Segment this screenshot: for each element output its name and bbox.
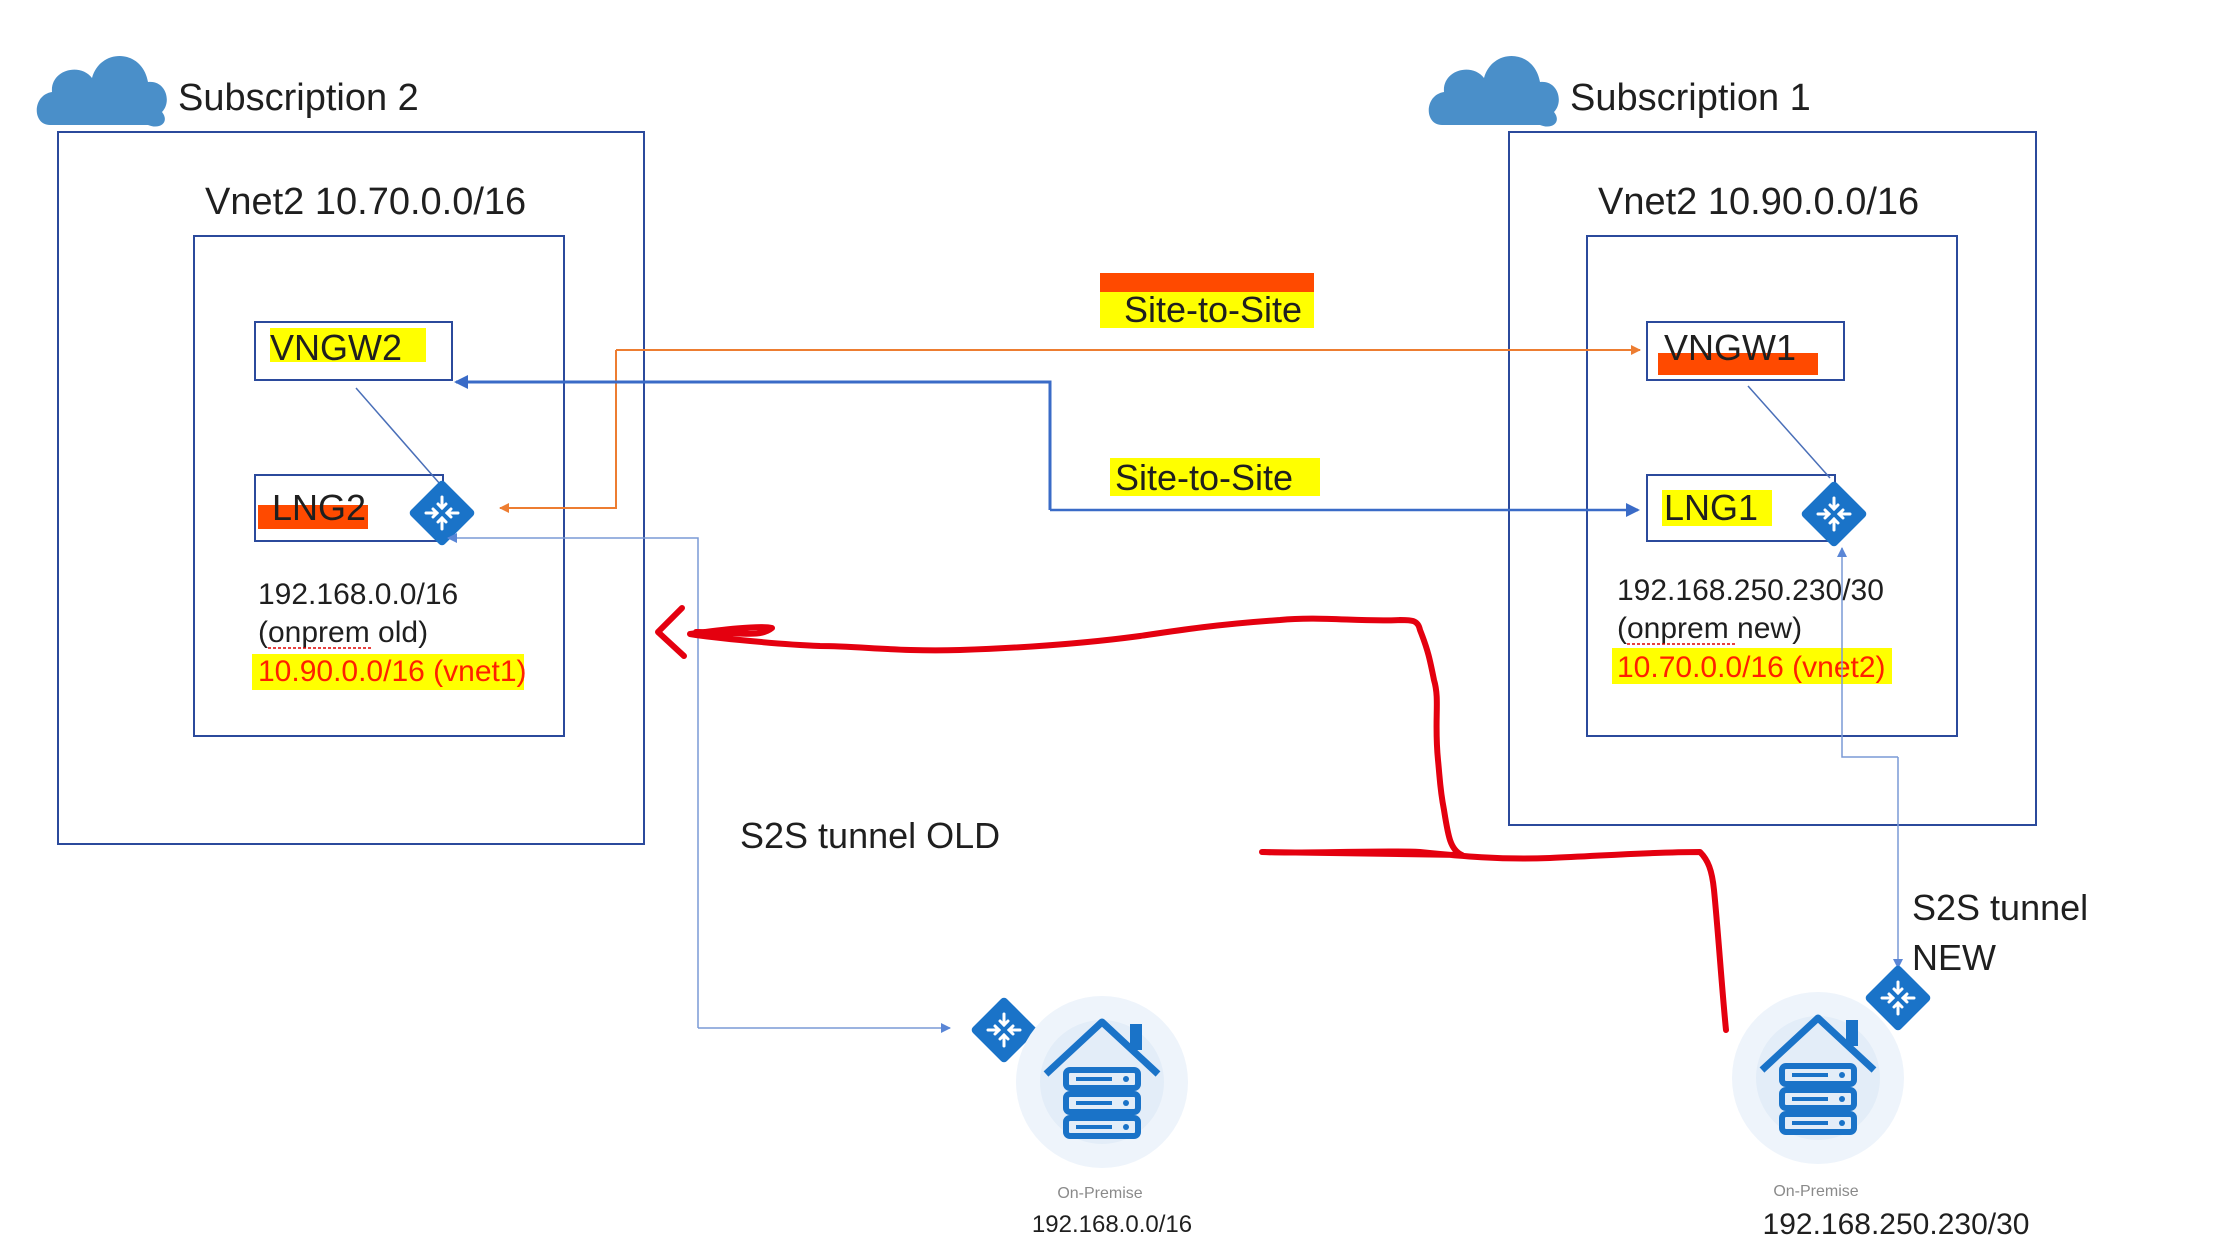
vngw1-box xyxy=(1646,321,1845,381)
left-vnet-title: Vnet2 10.70.0.0/16 xyxy=(205,181,526,223)
on-premise-house-icon xyxy=(1016,996,1188,1168)
onprem-old-address: 192.168.0.0/16 xyxy=(1032,1211,1192,1238)
on-premise-house-icon xyxy=(1732,992,1904,1164)
red-annotation-arrowhead xyxy=(655,605,687,659)
lng1-prefix-1-note: (onprem new) xyxy=(1617,612,1802,645)
lng2-prefix-2: 10.90.0.0/16 (vnet1) xyxy=(258,655,527,688)
site-to-site-top-highlight-yellow xyxy=(1100,292,1314,328)
vngw1-lng1-link xyxy=(1747,385,1831,479)
left-vnet-box xyxy=(193,235,565,737)
onprem-old-caption: On-Premise xyxy=(1057,1185,1142,1202)
lng2-highlight xyxy=(258,505,368,529)
vngw1-highlight xyxy=(1658,353,1818,375)
blue-link-to-vngw2 xyxy=(454,375,1052,510)
onprem-new-address: 192.168.250.230/30 xyxy=(1763,1208,2030,1241)
lng1-label: LNG1 xyxy=(1664,487,1758,528)
right-vnet-title: Vnet2 10.90.0.0/16 xyxy=(1598,181,1919,223)
lng2-prefix-2-highlight xyxy=(252,654,524,690)
lng2-label: LNG2 xyxy=(272,487,366,528)
site-to-site-bottom-highlight xyxy=(1110,458,1320,496)
cloud-icon xyxy=(36,55,167,127)
new-tunnel-label-line2: NEW xyxy=(1912,937,1996,978)
site-to-site-top-highlight-orange xyxy=(1100,273,1314,295)
left-subscription-title: Subscription 2 xyxy=(178,77,419,119)
router-icon xyxy=(406,477,478,549)
lng2-prefix-1: 192.168.0.0/16 xyxy=(258,578,458,611)
vngw2-label: VNGW2 xyxy=(270,327,402,368)
lng1-prefix-2-highlight xyxy=(1612,648,1892,684)
red-annotation-path xyxy=(687,615,1729,1033)
vngw2-box xyxy=(254,321,453,381)
lng1-highlight xyxy=(1662,490,1772,526)
onprem-new-caption: On-Premise xyxy=(1773,1183,1858,1200)
site-to-site-bottom-label: Site-to-Site xyxy=(1115,457,1293,498)
site-to-site-top-label: Site-to-Site xyxy=(1124,289,1302,330)
vngw2-highlight xyxy=(270,328,426,362)
lng2-prefix-1-note: (onprem old) xyxy=(258,616,428,649)
new-tunnel-label-line1: S2S tunnel xyxy=(1912,887,2088,928)
right-subscription-title: Subscription 1 xyxy=(1570,77,1811,119)
cloud-icon xyxy=(1428,55,1559,127)
right-subscription-box xyxy=(1508,131,2037,826)
left-subscription-box xyxy=(57,131,645,845)
new-tunnel-to-lng1 xyxy=(1837,547,1898,758)
router-icon xyxy=(1798,478,1870,550)
lng1-prefix-2: 10.70.0.0/16 (vnet2) xyxy=(1617,651,1886,684)
orange-link-to-lng2 xyxy=(499,350,617,513)
vngw1-label: VNGW1 xyxy=(1664,327,1796,368)
vngw2-lng2-link xyxy=(355,387,441,485)
old-tunnel-label: S2S tunnel OLD xyxy=(740,815,1000,856)
right-vnet-box xyxy=(1586,235,1958,737)
old-tunnel-to-lng2 xyxy=(447,533,699,1028)
lng1-prefix-1: 192.168.250.230/30 xyxy=(1617,574,1884,607)
